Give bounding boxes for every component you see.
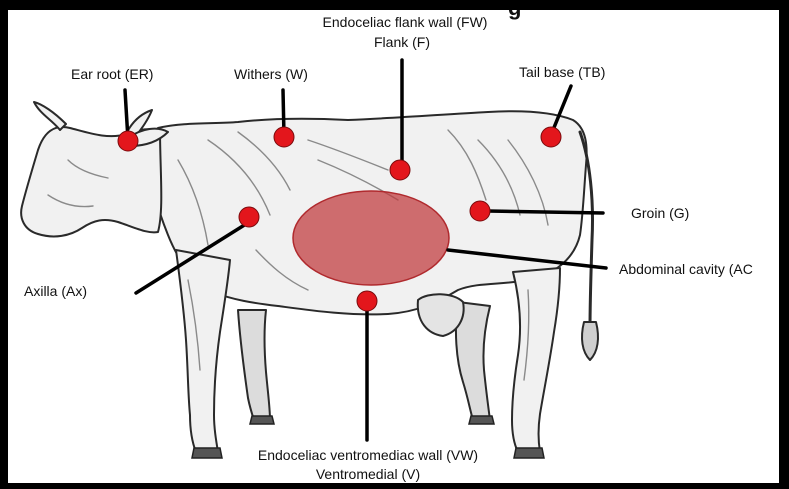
label-groin: Groin (G) <box>631 205 689 221</box>
groin-marker-icon <box>470 201 490 221</box>
label-axilla: Axilla (Ax) <box>24 283 87 299</box>
tail-base-marker-icon <box>541 127 561 147</box>
flank-marker-icon <box>390 160 410 180</box>
diagram-frame: g Ear root (ER) Withers (W) Endoceliac f… <box>8 10 779 483</box>
label-flank: Flank (F) <box>374 34 430 50</box>
withers-marker-icon <box>274 127 294 147</box>
axilla-marker-icon <box>239 207 259 227</box>
ventromedial-marker-icon <box>357 291 377 311</box>
label-flank-wall: Endoceliac flank wall (FW) <box>323 14 488 30</box>
label-ventromedial: Ventromedial (V) <box>316 466 420 482</box>
leader-groin <box>488 211 603 213</box>
label-ventromediac-wall: Endoceliac ventromediac wall (VW) <box>258 447 478 463</box>
far-front-leg <box>238 310 270 420</box>
near-hind-leg <box>512 268 560 452</box>
label-withers: Withers (W) <box>234 66 308 82</box>
label-ear-root: Ear root (ER) <box>71 66 153 82</box>
cow-illustration-icon <box>21 102 598 452</box>
label-abdominal-cavity: Abdominal cavity (AC <box>619 261 753 277</box>
near-front-leg <box>176 250 230 452</box>
label-tail-base: Tail base (TB) <box>519 64 605 80</box>
ear-root-marker-icon <box>118 131 138 151</box>
cropped-title-fragment: g <box>508 10 521 16</box>
left-horn <box>34 102 66 130</box>
tail-tuft <box>582 322 598 360</box>
abdominal-cavity-region <box>293 191 449 285</box>
